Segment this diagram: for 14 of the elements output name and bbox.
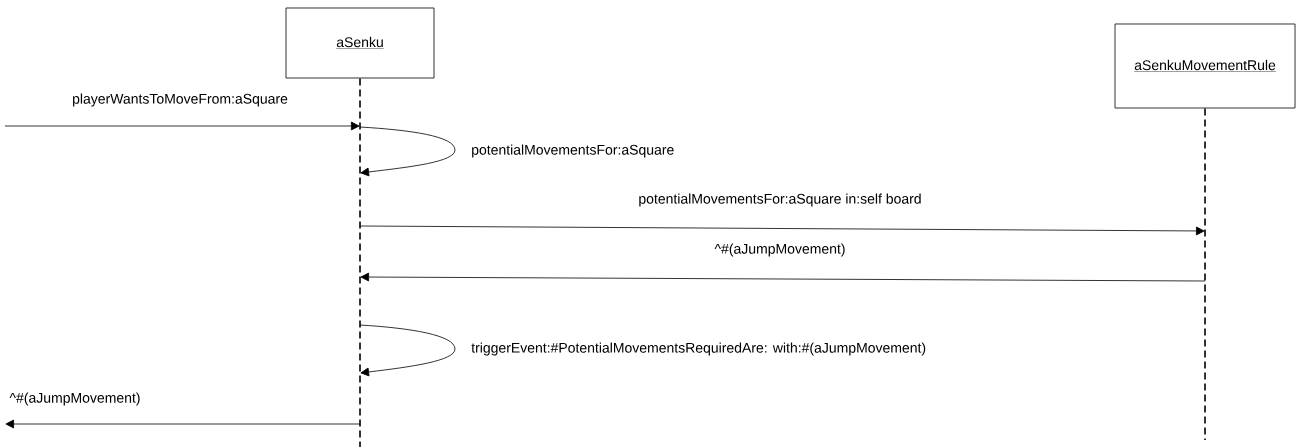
message-arrow: [5, 419, 361, 429]
message-arrow: [359, 324, 456, 377]
message-arrow: [4, 121, 360, 131]
edge-label: potentialMovementsFor:aSquare: [470, 143, 676, 159]
edge-label: triggerEvent:#PotentialMovementsRequiredAre: with:#(aJumpMovement): [470, 341, 928, 357]
message-arrow: [359, 126, 456, 177]
message-arrow: [360, 272, 1206, 282]
edge-label: ^#(aJumpMovement): [8, 391, 142, 407]
object-box: aSenku: [285, 7, 435, 79]
edge-label: playerWantsToMoveFrom:aSquare: [71, 92, 289, 108]
object-box: aSenkuMovementRule: [1114, 23, 1296, 109]
edge-label: ^#(aJumpMovement): [713, 242, 847, 258]
edge-label: potentialMovementsFor:aSquare in:self board: [637, 192, 923, 208]
message-arrow: [359, 225, 1205, 236]
